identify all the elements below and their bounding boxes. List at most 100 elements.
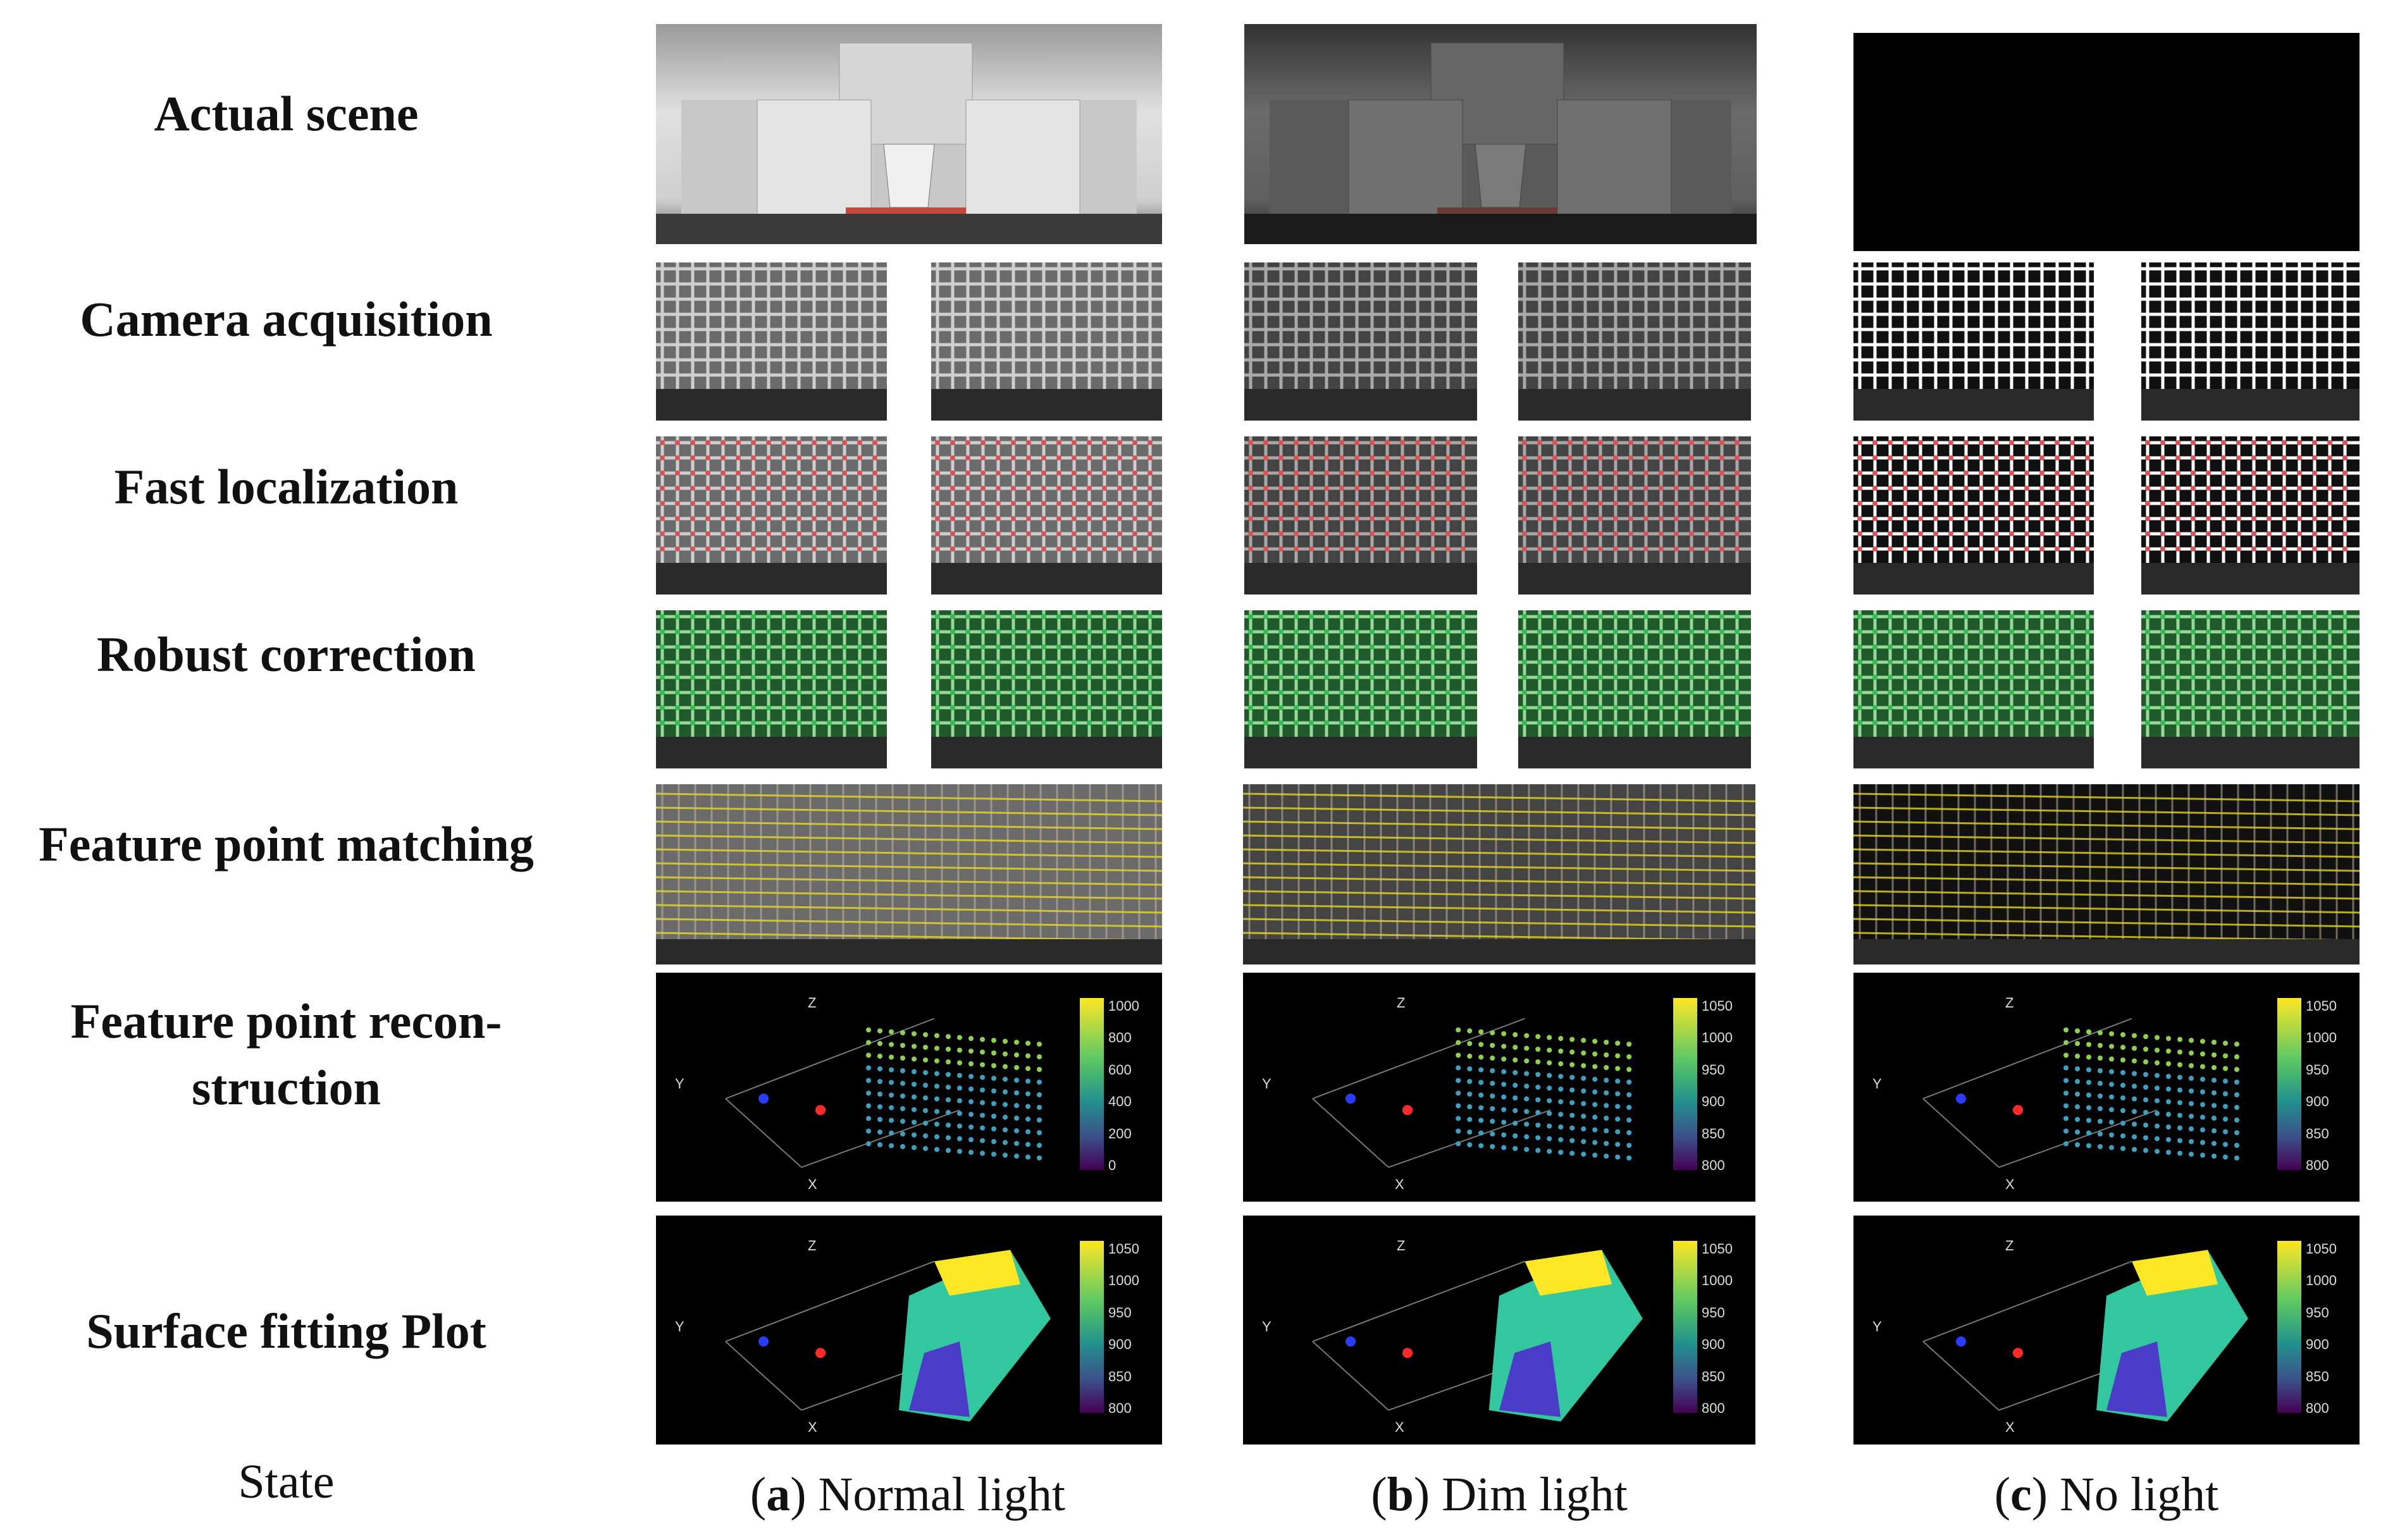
colorbar-tick-label: 400 [1108,1093,1132,1110]
camera-acquisition-2-1 [2141,262,2360,421]
colorbar-tick-label: 900 [2306,1093,2329,1110]
colorbar-tick-label: 950 [1702,1061,1725,1078]
robust-correction-1-0 [1244,610,1477,768]
colorbar-tick-label: 900 [1702,1336,1725,1353]
colorbar-tick-label: 850 [2306,1125,2329,1142]
colorbar-tick-label: 1000 [2306,1272,2337,1289]
axis-label-z: Z [808,995,817,1011]
colorbar-tick-label: 600 [1108,1061,1132,1078]
column-label-normal-light: (a) Normal light [750,1468,1066,1521]
axis-label-y: Y [675,1075,684,1092]
axis-label-y: Y [1872,1318,1882,1334]
colorbar-tick-label: 800 [1108,1030,1132,1046]
axis-label-x: X [808,1176,817,1192]
feature-matching-1 [1243,784,1755,964]
colorbar-tick-label: 1000 [1702,1272,1733,1289]
row-label-camera-acquisition: Camera acquisition [80,292,493,347]
colorbar-tick-label: 0 [1108,1157,1116,1173]
surface-fitting-plot-2: X Y Z 1050 1000 950 900 850 800 [1853,1216,2360,1445]
scene-drawing [656,42,1162,244]
colorbar-tick-label: 800 [1702,1157,1725,1173]
colorbar [1080,998,1104,1170]
fast-localization-1-0 [1244,436,1477,594]
state-label: State [238,1455,335,1508]
axis-label-y: Y [1262,1318,1271,1334]
actual-scene-normal-light-image [656,24,1162,244]
colorbar [2277,1241,2301,1413]
column-label-dim-light: (b) Dim light [1371,1468,1628,1521]
colorbar-tick-label: 850 [2306,1368,2329,1384]
fast-localization-0-1 [931,436,1162,594]
axis-label-y: Y [1262,1075,1271,1092]
axis-label-z: Z [2005,995,2014,1011]
colorbar-tick-label: 200 [1108,1125,1132,1142]
axis-label-x: X [808,1419,817,1435]
axis-label-x: X [2005,1176,2015,1192]
row-label-actual-scene: Actual scene [154,86,419,141]
robust-correction-2-0 [1853,610,2094,768]
fast-localization-2-0 [1853,436,2094,594]
surface-fitting-plot-0: X Y Z 1050 1000 950 900 850 800 [656,1216,1162,1445]
actual-scene-no-light-image [1853,33,2360,251]
fast-localization-0-0 [656,436,887,594]
axis-label-x: X [1395,1419,1404,1435]
robust-correction-2-1 [2141,610,2360,768]
feature-matching-0 [656,784,1162,964]
colorbar-tick-label: 900 [1108,1336,1132,1353]
axis-label-x: X [2005,1419,2015,1435]
axis-label-z: Z [2005,1238,2014,1254]
feature-point-reconstruction-2: X Y Z 1050 1000 950 900 850 800 [1853,973,2360,1202]
colorbar-tick-label: 950 [1702,1304,1725,1321]
camera-acquisition-1-1 [1518,262,1751,421]
colorbar-tick-label: 850 [1108,1368,1132,1384]
feature-point-reconstruction-1: X Y Z 1050 1000 950 900 850 800 [1243,973,1755,1202]
axis-label-z: Z [1397,1238,1406,1254]
scene-dim-drawing [1244,42,1757,244]
colorbar-tick-label: 900 [2306,1336,2329,1353]
colorbar-tick-label: 1050 [1702,998,1733,1014]
colorbar-tick-label: 1050 [1108,1241,1139,1257]
colorbar [1673,998,1697,1170]
axis-label-y: Y [675,1318,684,1334]
row-label-feature-point-reconstruction-1: Feature point recon- [70,994,502,1049]
colorbar [2277,998,2301,1170]
colorbar [1080,1241,1104,1413]
robust-correction-0-0 [656,610,887,768]
colorbar-tick-label: 1000 [1702,1030,1733,1046]
colorbar-tick-label: 1050 [1702,1241,1733,1257]
robust-correction-1-1 [1518,610,1751,768]
fast-localization-2-1 [2141,436,2360,594]
fast-localization-1-1 [1518,436,1751,594]
colorbar-tick-label: 850 [1702,1368,1725,1384]
camera-acquisition-0-1 [931,262,1162,421]
colorbar-tick-label: 800 [1702,1400,1725,1416]
colorbar-tick-label: 1050 [2306,1241,2337,1257]
row-label-feature-point-matching: Feature point matching [39,816,534,872]
row-label-feature-point-reconstruction-2: struction [192,1060,381,1115]
colorbar-tick-label: 950 [2306,1061,2329,1078]
axis-label-z: Z [808,1238,817,1254]
row-label-surface-fitting-plot: Surface fitting Plot [86,1303,486,1358]
column-label-no-light: (c) No light [1994,1468,2219,1521]
axis-label-z: Z [1397,995,1406,1011]
row-label-robust-correction: Robust correction [97,627,476,682]
axis-label-x: X [1395,1176,1404,1192]
camera-acquisition-2-0 [1853,262,2094,421]
colorbar-tick-label: 900 [1702,1093,1725,1110]
colorbar-tick-label: 800 [2306,1157,2329,1173]
colorbar-tick-label: 1000 [1108,1272,1139,1289]
colorbar-tick-label: 850 [1702,1125,1725,1142]
axis-label-y: Y [1872,1075,1882,1092]
robust-correction-0-1 [931,610,1162,768]
colorbar-tick-label: 950 [2306,1304,2329,1321]
actual-scene-dim-light-image [1244,24,1757,244]
colorbar [1673,1241,1697,1413]
colorbar-tick-label: 800 [1108,1400,1132,1416]
colorbar-tick-label: 800 [2306,1400,2329,1416]
camera-acquisition-1-0 [1244,262,1477,421]
colorbar-tick-label: 1000 [2306,1030,2337,1046]
colorbar-tick-label: 950 [1108,1304,1132,1321]
colorbar-tick-label: 1050 [2306,998,2337,1014]
surface-fitting-plot-1: X Y Z 1050 1000 950 900 850 800 [1243,1216,1755,1445]
